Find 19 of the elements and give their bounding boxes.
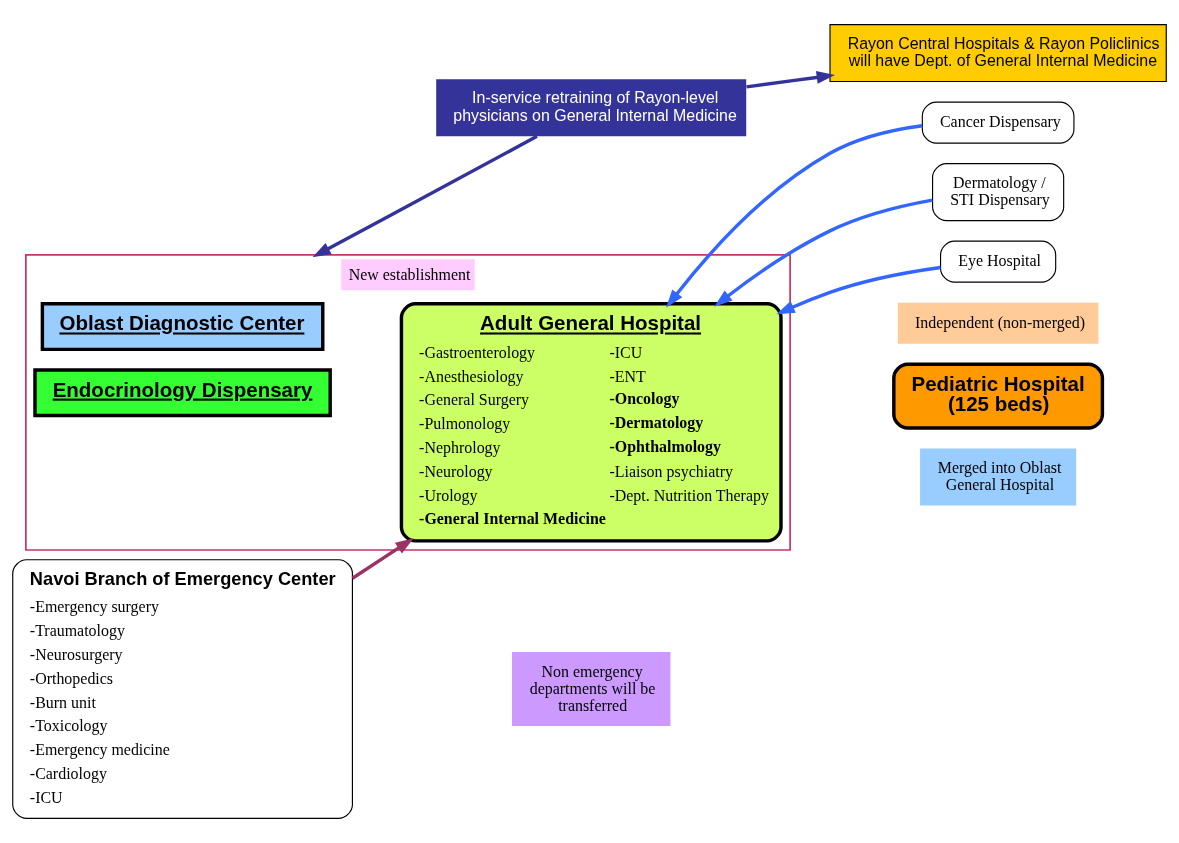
node-box: Endocrinology Dispensary (33, 368, 332, 418)
node-box: Dermatology / STI Dispensary (932, 163, 1065, 222)
node-box: Navoi Branch of Emergency Center -Emergency surgery -Traumatology -Neurosurgery -Orthopedics -Burn unit -Toxicology -Emergency medicine -Cardiology -ICU (12, 559, 353, 819)
arrow (351, 538, 414, 580)
node-box: Merged into Oblast General Hospital (920, 448, 1077, 506)
node-box: Eye Hospital (940, 240, 1057, 283)
node-box: Cancer Dispensary (921, 101, 1075, 144)
node-box: Rayon Central Hospitals & Rayon Policlinics will have Dept. of General Internal Medicine (829, 24, 1167, 83)
node-box: Oblast Diagnostic Center (40, 302, 325, 352)
node-box: Non emergency departments will be transferred (512, 652, 671, 727)
arrow (714, 198, 933, 307)
arrow (312, 134, 538, 258)
node-box: In-service retraining of Rayon-level physicians on General Internal Medicine (436, 79, 747, 137)
arrow (666, 124, 923, 308)
node-box: Pediatric Hospital (125 beds) (892, 362, 1105, 430)
arrow (776, 265, 941, 315)
node-box: Independent (non-merged) (897, 302, 1099, 344)
arrow (746, 71, 835, 89)
node-box: Adult General Hospital -Gastroenterology -ICU -Anesthesiology -ENT -General Surgery -Oncology -Pulmonology -Dermatology -Nephrology -Ophthalmology -Neurology -Liaison psychiatry -Urology -Dept. Nutrition Therapy -General Internal Medicine (399, 302, 783, 543)
